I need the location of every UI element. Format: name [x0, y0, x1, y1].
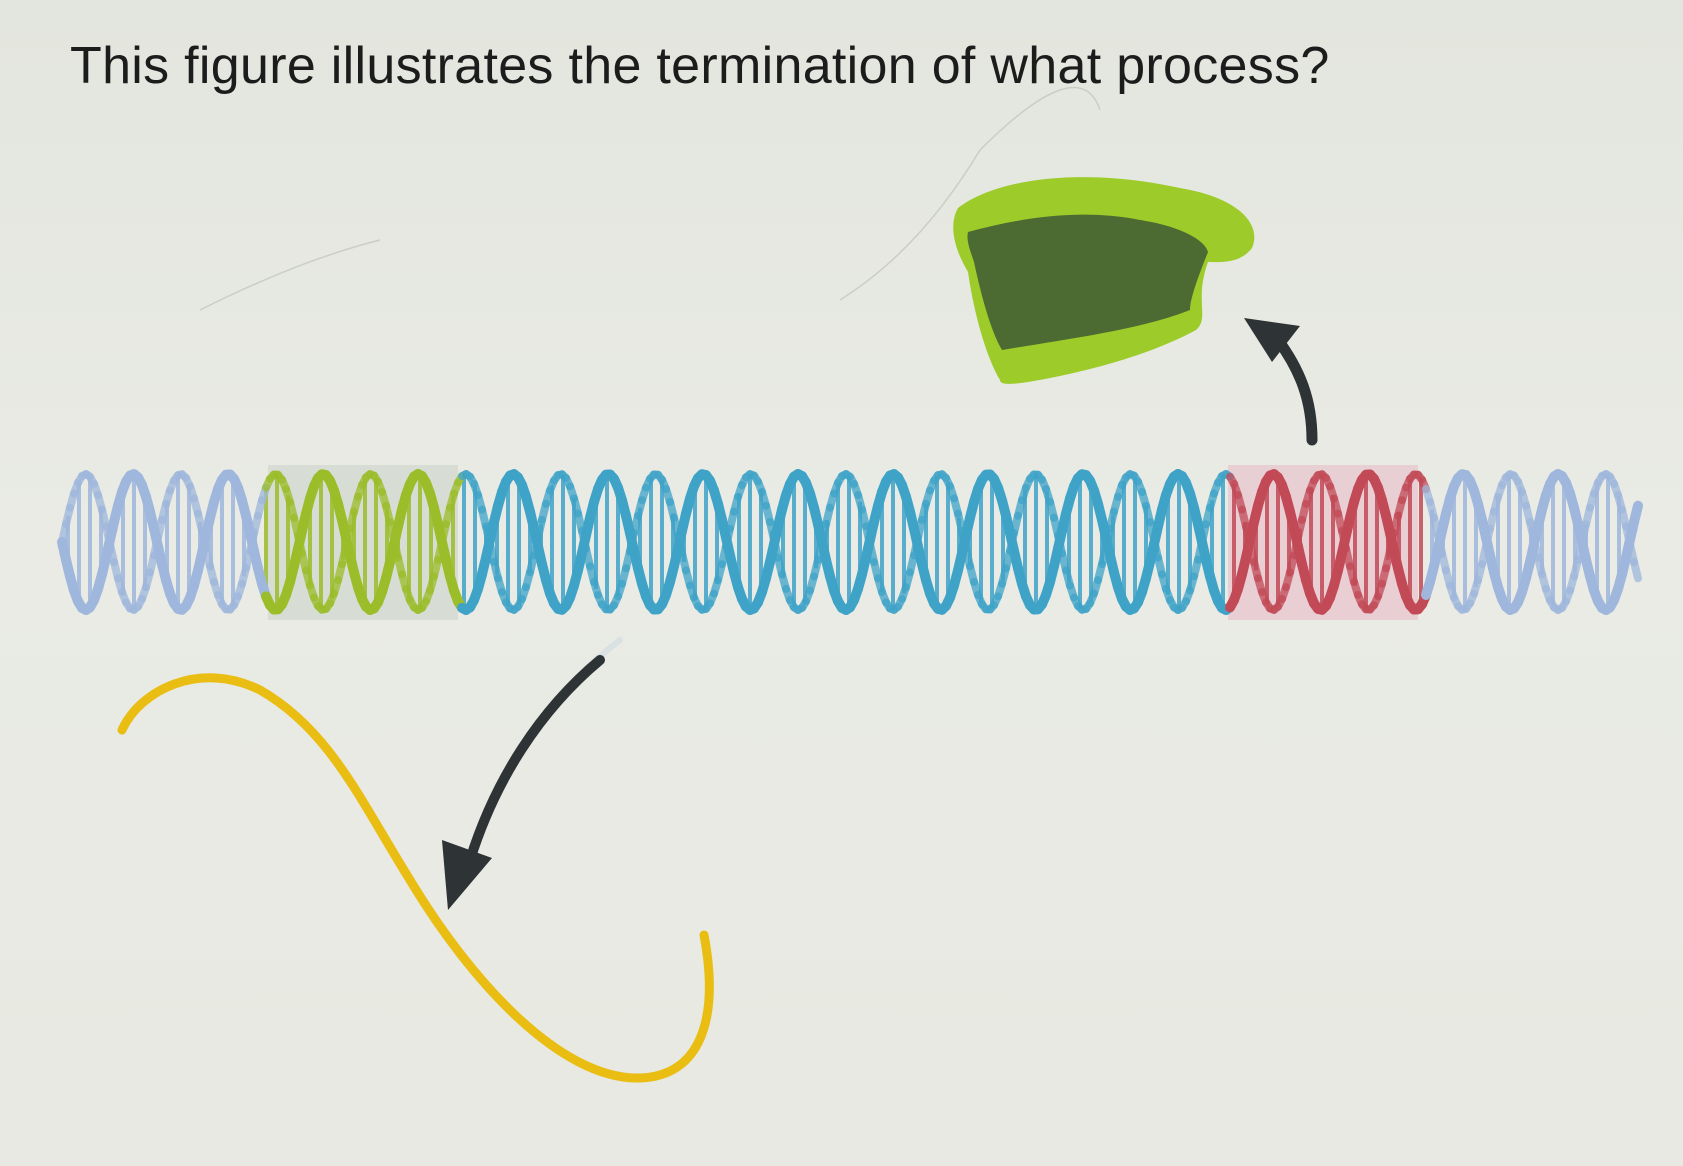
polymerase-enzyme	[953, 177, 1255, 384]
release-arrow-up	[1244, 318, 1318, 446]
helix-backbone-segment	[1629, 500, 1643, 528]
dna-double-helix	[57, 469, 1643, 615]
rna-transcript	[117, 673, 714, 1083]
release-arrow-down	[442, 637, 623, 910]
question-text: This figure illustrates the termination …	[70, 37, 1330, 95]
background-marks	[199, 86, 1101, 311]
helix-backbone-segment	[1630, 557, 1642, 583]
